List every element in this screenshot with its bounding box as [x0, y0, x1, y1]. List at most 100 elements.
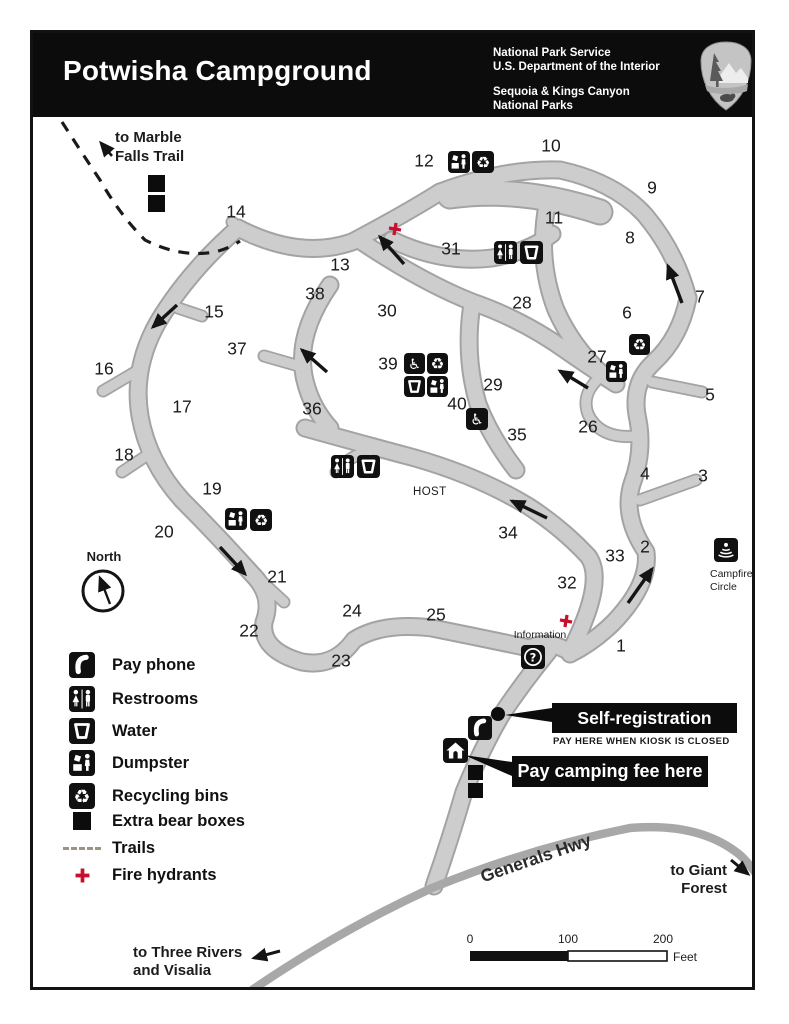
water-icon [357, 455, 380, 478]
map-header: Potwisha Campground National Park Servic… [33, 33, 752, 117]
dumpster-icon [225, 508, 247, 530]
bear-box-icon [468, 765, 483, 780]
self-registration-callout: Self-registration [552, 703, 737, 733]
generals-highway-road [249, 822, 752, 987]
recycling-icon: ♻ [250, 509, 272, 531]
fire-hydrant-icon [74, 867, 91, 884]
svg-text:♻: ♻ [476, 153, 490, 172]
road-network [98, 162, 707, 894]
direction-arrow [218, 545, 248, 577]
campfire-circle-label: Campfire Circle [710, 568, 753, 593]
direction-arrow [251, 947, 281, 962]
site-number-36: 36 [302, 398, 322, 419]
site-number-13: 13 [330, 254, 350, 275]
site-number-27: 27 [587, 346, 607, 367]
svg-text:♻: ♻ [431, 355, 445, 373]
legend-item-water: Water [60, 717, 157, 745]
site-number-12: 12 [414, 150, 434, 171]
site-number-10: 10 [541, 135, 561, 156]
legend-label: Fire hydrants [112, 865, 217, 884]
marble-falls-trail-dashed [60, 121, 241, 256]
pay-camping-fee-callout: Pay camping fee here [512, 756, 708, 787]
direction-arrow [150, 303, 179, 330]
site-number-20: 20 [154, 521, 174, 542]
legend-label: Water [112, 721, 158, 740]
direction-arrows [99, 140, 751, 962]
payphone-icon [69, 652, 95, 678]
site-number-9: 9 [647, 177, 657, 198]
site-number-22: 22 [239, 620, 259, 641]
water-icon [404, 376, 425, 397]
site-number-40: 40 [447, 393, 467, 414]
park-lines: Sequoia & Kings Canyon National Parks [493, 85, 630, 113]
callout-pointer [464, 755, 512, 776]
legend-label: Recycling bins [112, 786, 229, 805]
fire-hydrant-icon [386, 220, 403, 237]
trail-dash-icon [63, 846, 101, 850]
restrooms-icon [69, 686, 95, 712]
callout-pointer [505, 708, 552, 722]
giant-forest-label: to Giant Forest [670, 862, 727, 897]
recycling-icon: ♻ [629, 334, 650, 355]
site-number-26: 26 [578, 416, 598, 437]
payphone-icon [468, 716, 492, 740]
site-number-29: 29 [483, 374, 503, 395]
marble-falls-label: to Marble Falls Trail [115, 129, 185, 165]
agency-lines: National Park Service U.S. Department of… [493, 46, 660, 74]
bear-box-icon [148, 195, 165, 212]
direction-arrow [626, 566, 654, 604]
legend-item-hydrant: Fire hydrants [60, 861, 217, 889]
wheelchair-icon: ♿ [466, 408, 488, 430]
legend-item-recycling: ♻ Recycling bins [60, 782, 228, 810]
self-registration-dot [491, 707, 505, 721]
direction-arrow [99, 140, 115, 158]
direction-arrow [509, 499, 548, 520]
nps-arrowhead-logo-icon [699, 41, 753, 116]
site-number-19: 19 [202, 478, 222, 499]
north-label: North [86, 549, 122, 564]
information-icon: ? [521, 645, 545, 669]
direction-arrow [730, 858, 751, 876]
site-number-17: 17 [172, 396, 192, 417]
legend-item-restrooms: Restrooms [60, 685, 198, 713]
water-icon [520, 241, 543, 264]
direction-arrow [378, 234, 406, 266]
restrooms-icon [494, 241, 517, 264]
legend-item-payphone: Pay phone [60, 651, 195, 679]
svg-text:♻: ♻ [74, 786, 91, 808]
park-line-1: Sequoia & Kings Canyon [493, 86, 630, 98]
north-compass [81, 569, 125, 613]
site-number-39: 39 [378, 353, 398, 374]
site-number-5: 5 [705, 384, 715, 405]
page-title: Potwisha Campground [63, 55, 372, 86]
map-border-frame [30, 30, 755, 990]
site-number-33: 33 [605, 545, 625, 566]
legend-label: Dumpster [112, 753, 190, 772]
callout-pointers [464, 707, 552, 776]
scale-tick-100: 100 [557, 932, 579, 946]
site-number-1: 1 [616, 635, 626, 656]
svg-text:♿: ♿ [470, 411, 483, 429]
scale-unit-label: Feet [673, 950, 698, 964]
site-number-30: 30 [377, 300, 397, 321]
campfire-icon [714, 538, 738, 562]
direction-arrow [557, 369, 589, 390]
site-number-25: 25 [426, 604, 446, 625]
recycling-icon: ♻ [427, 353, 448, 374]
recycling-icon: ♻ [472, 151, 494, 173]
dumpster-icon [606, 361, 627, 382]
restrooms-icon [331, 455, 354, 478]
site-number-4: 4 [640, 463, 650, 484]
site-number-32: 32 [557, 572, 577, 593]
scale-tick-0: 0 [466, 932, 474, 946]
site-number-18: 18 [114, 444, 134, 465]
bear-box-icon [148, 175, 165, 192]
legend-label: Trails [112, 838, 156, 857]
kiosk-icon [443, 738, 468, 763]
site-number-34: 34 [498, 522, 518, 543]
site-number-2: 2 [640, 536, 650, 557]
host-label: HOST [413, 486, 447, 498]
direction-arrow [299, 348, 329, 374]
